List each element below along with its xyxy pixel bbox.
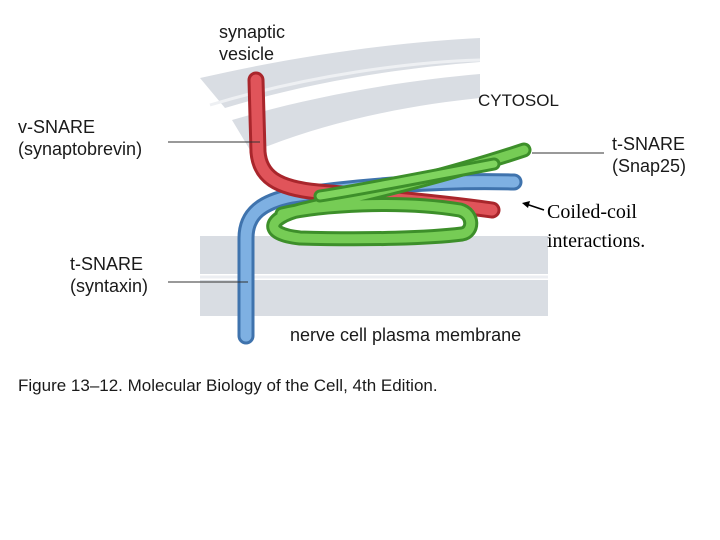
vesicle-membrane-outer	[200, 38, 480, 108]
label-plasma-membrane: nerve cell plasma membrane	[290, 325, 522, 345]
coiled-coil-arrowhead	[522, 201, 530, 208]
label-t-snare-right: t-SNARE	[612, 134, 686, 154]
label-vesicle: vesicle	[219, 44, 275, 64]
coiled-coil-arrow	[525, 203, 545, 211]
label-snap25: (Snap25)	[612, 156, 687, 176]
annotation-line1: Coiled-coil	[547, 201, 637, 223]
label-v-snare: v-SNARE	[18, 117, 96, 137]
label-syntaxin: (syntaxin)	[70, 276, 149, 296]
annotation-line2: interactions.	[547, 230, 646, 252]
label-synaptic: synaptic	[219, 22, 286, 42]
figure-caption: Figure 13–12. Molecular Biology of the C…	[18, 376, 438, 395]
label-t-snare-left: t-SNARE	[70, 254, 144, 274]
label-cytosol: CYTOSOL	[478, 91, 559, 110]
label-synaptobrevin: (synaptobrevin)	[18, 139, 143, 159]
vesicle-membrane-inner	[232, 74, 480, 150]
plasma-membrane-lower	[200, 280, 548, 316]
